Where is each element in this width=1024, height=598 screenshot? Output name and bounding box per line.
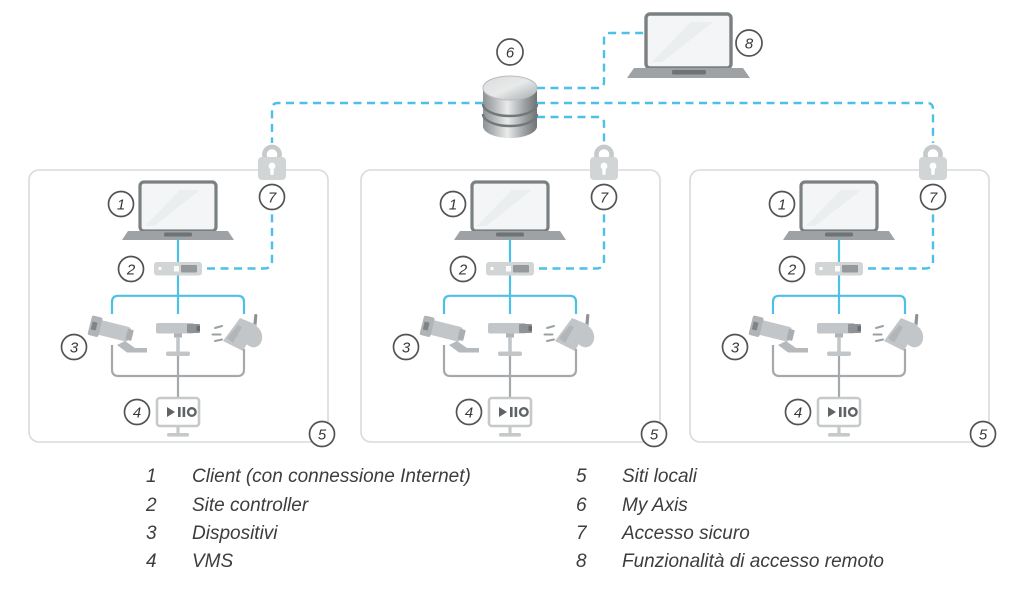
legend-item-local-sites: 5 Siti locali bbox=[576, 463, 884, 491]
legend-item-site-controller: 2 Site controller bbox=[146, 491, 471, 519]
dashed-connection-remote-laptop bbox=[537, 31, 645, 90]
network-diagram: 1 2 7 bbox=[0, 12, 1024, 450]
legend-item-label: VMS bbox=[192, 551, 234, 573]
legend-item-devices: 3 Dispositivi bbox=[146, 520, 471, 548]
my-axis-database-icon bbox=[481, 75, 539, 138]
my-axis-marker-circle bbox=[496, 38, 524, 66]
dashed-connection-site-2 bbox=[537, 115, 606, 143]
legend-left-column: 1 Client (con connessione Internet) 2 Si… bbox=[146, 463, 471, 577]
legend-item-number: 3 bbox=[146, 522, 157, 544]
legend-item-label: Funzionalità di accesso remoto bbox=[622, 551, 884, 573]
remote-access-marker-circle bbox=[735, 29, 763, 57]
legend-item-label: Dispositivi bbox=[192, 522, 278, 544]
legend-item-client: 1 Client (con connessione Internet) bbox=[146, 463, 471, 491]
legend-item-secure-access: 7 Accesso sicuro bbox=[576, 520, 884, 548]
legend-item-number: 8 bbox=[576, 551, 587, 573]
legend-item-label: Siti locali bbox=[622, 466, 697, 488]
legend-item-label: Client (con connessione Internet) bbox=[192, 466, 471, 488]
legend-item-label: Accesso sicuro bbox=[622, 522, 750, 544]
legend-item-number: 1 bbox=[146, 466, 157, 488]
dashed-connection-site-1 bbox=[270, 101, 483, 143]
legend-item-vms: 4 VMS bbox=[146, 548, 471, 576]
legend-item-number: 2 bbox=[146, 494, 157, 516]
legend-item-number: 6 bbox=[576, 494, 587, 516]
remote-access-marker-number: 8 bbox=[745, 35, 754, 52]
legend-item-remote-access: 8 Funzionalità di accesso remoto bbox=[576, 548, 884, 576]
site-panel-2 bbox=[361, 147, 667, 447]
legend-right-column: 5 Siti locali 6 My Axis 7 Accesso sicuro… bbox=[576, 463, 884, 577]
my-axis-marker-number: 6 bbox=[506, 44, 515, 61]
legend-item-label: Site controller bbox=[192, 494, 309, 516]
legend-item-number: 7 bbox=[576, 522, 587, 544]
remote-laptop-icon bbox=[627, 12, 750, 78]
site-panel-1 bbox=[29, 147, 335, 447]
legend-item-number: 5 bbox=[576, 466, 587, 488]
cloud-connections bbox=[270, 31, 935, 143]
site-panel-3 bbox=[690, 147, 996, 447]
dashed-connection-site-3 bbox=[537, 101, 935, 143]
legend-item-number: 4 bbox=[146, 551, 157, 573]
legend-item-label: My Axis bbox=[622, 494, 688, 516]
legend-item-my-axis: 6 My Axis bbox=[576, 491, 884, 519]
